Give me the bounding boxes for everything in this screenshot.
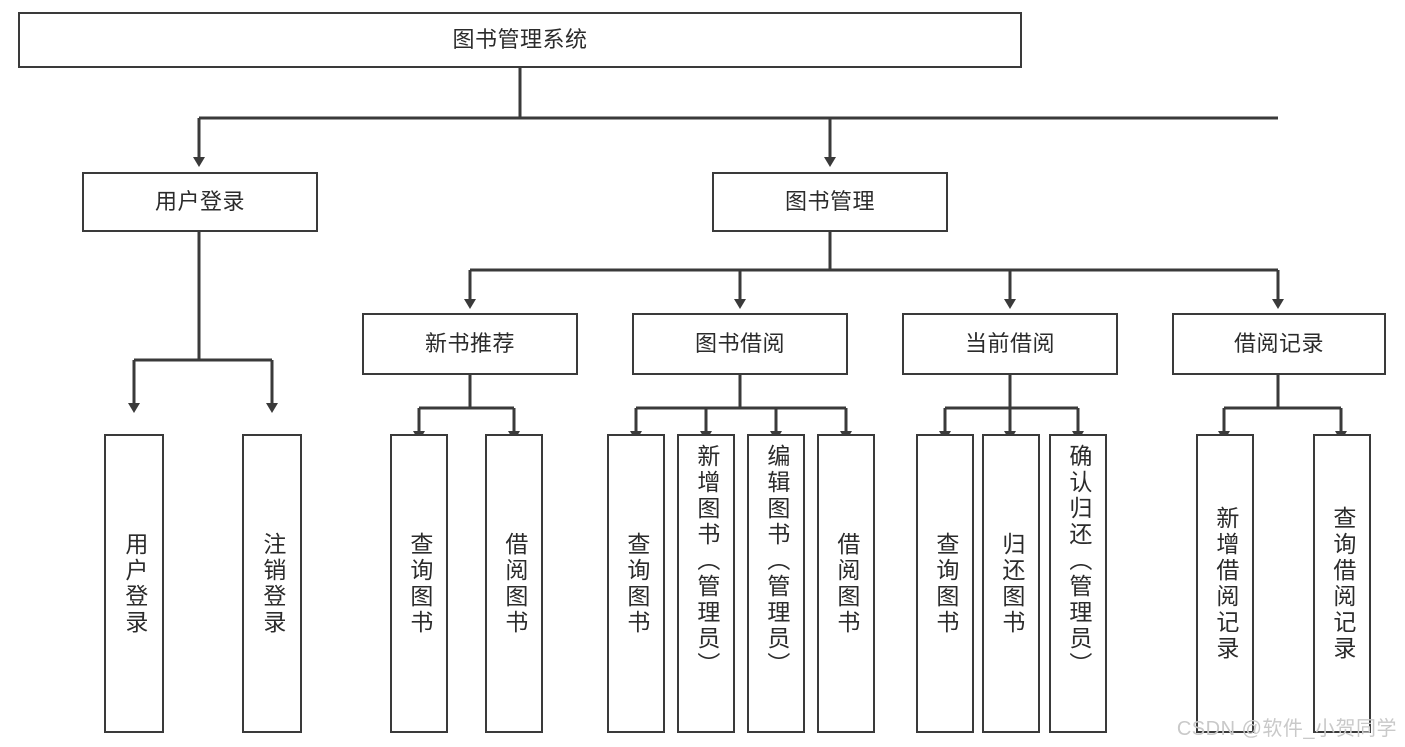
node-borrow-record[interactable]: 借阅记录 [1172,313,1386,375]
node-book-borrow[interactable]: 图书借阅 [632,313,848,375]
node-label: 归还图书 [998,531,1025,636]
node-label: 当前借阅 [964,331,1055,356]
node-label: 用户登录 [154,189,245,214]
leaf-book-borrow-query[interactable]: 查询图书 [607,434,665,733]
leaf-new-book-query[interactable]: 查询图书 [390,434,448,733]
node-label: 图书管理系统 [452,27,588,52]
node-label: 查询图书 [932,531,959,636]
node-new-book-recommend[interactable]: 新书推荐 [362,313,578,375]
node-label: 借阅记录 [1233,331,1324,356]
node-label: 新增借阅记录 [1212,505,1239,662]
leaf-book-borrow-add[interactable]: 新增图书（管理员） [677,434,735,733]
node-label: 注销登录 [259,531,286,636]
leaf-borrow-record-add[interactable]: 新增借阅记录 [1196,434,1254,733]
node-label: 借阅图书 [501,531,528,636]
node-label: 查询图书 [406,531,433,636]
watermark-text: CSDN @软件_小贺同学 [1176,718,1397,740]
leaf-current-borrow-return[interactable]: 归还图书 [982,434,1040,733]
node-label: 新书推荐 [424,331,515,356]
node-label: 图书借阅 [694,331,785,356]
node-label: 新增图书（管理员） [693,444,720,678]
node-label: 编辑图书（管理员） [763,444,790,678]
leaf-user-login-signin[interactable]: 用户登录 [104,434,164,733]
node-label: 查询借阅记录 [1329,505,1356,662]
node-book-management[interactable]: 图书管理 [712,172,948,232]
leaf-current-borrow-confirm-return[interactable]: 确认归还（管理员） [1049,434,1107,733]
node-current-borrow[interactable]: 当前借阅 [902,313,1118,375]
node-label: 用户登录 [121,531,148,636]
leaf-borrow-record-query[interactable]: 查询借阅记录 [1313,434,1371,733]
leaf-current-borrow-query[interactable]: 查询图书 [916,434,974,733]
node-label: 确认归还（管理员） [1065,444,1092,678]
node-user-login[interactable]: 用户登录 [82,172,318,232]
leaf-user-login-signout[interactable]: 注销登录 [242,434,302,733]
node-label: 图书管理 [784,189,875,214]
leaf-new-book-borrow[interactable]: 借阅图书 [485,434,543,733]
node-label: 借阅图书 [833,531,860,636]
node-root-system[interactable]: 图书管理系统 [18,12,1022,68]
leaf-book-borrow-edit[interactable]: 编辑图书（管理员） [747,434,805,733]
node-label: 查询图书 [623,531,650,636]
leaf-book-borrow-lend[interactable]: 借阅图书 [817,434,875,733]
